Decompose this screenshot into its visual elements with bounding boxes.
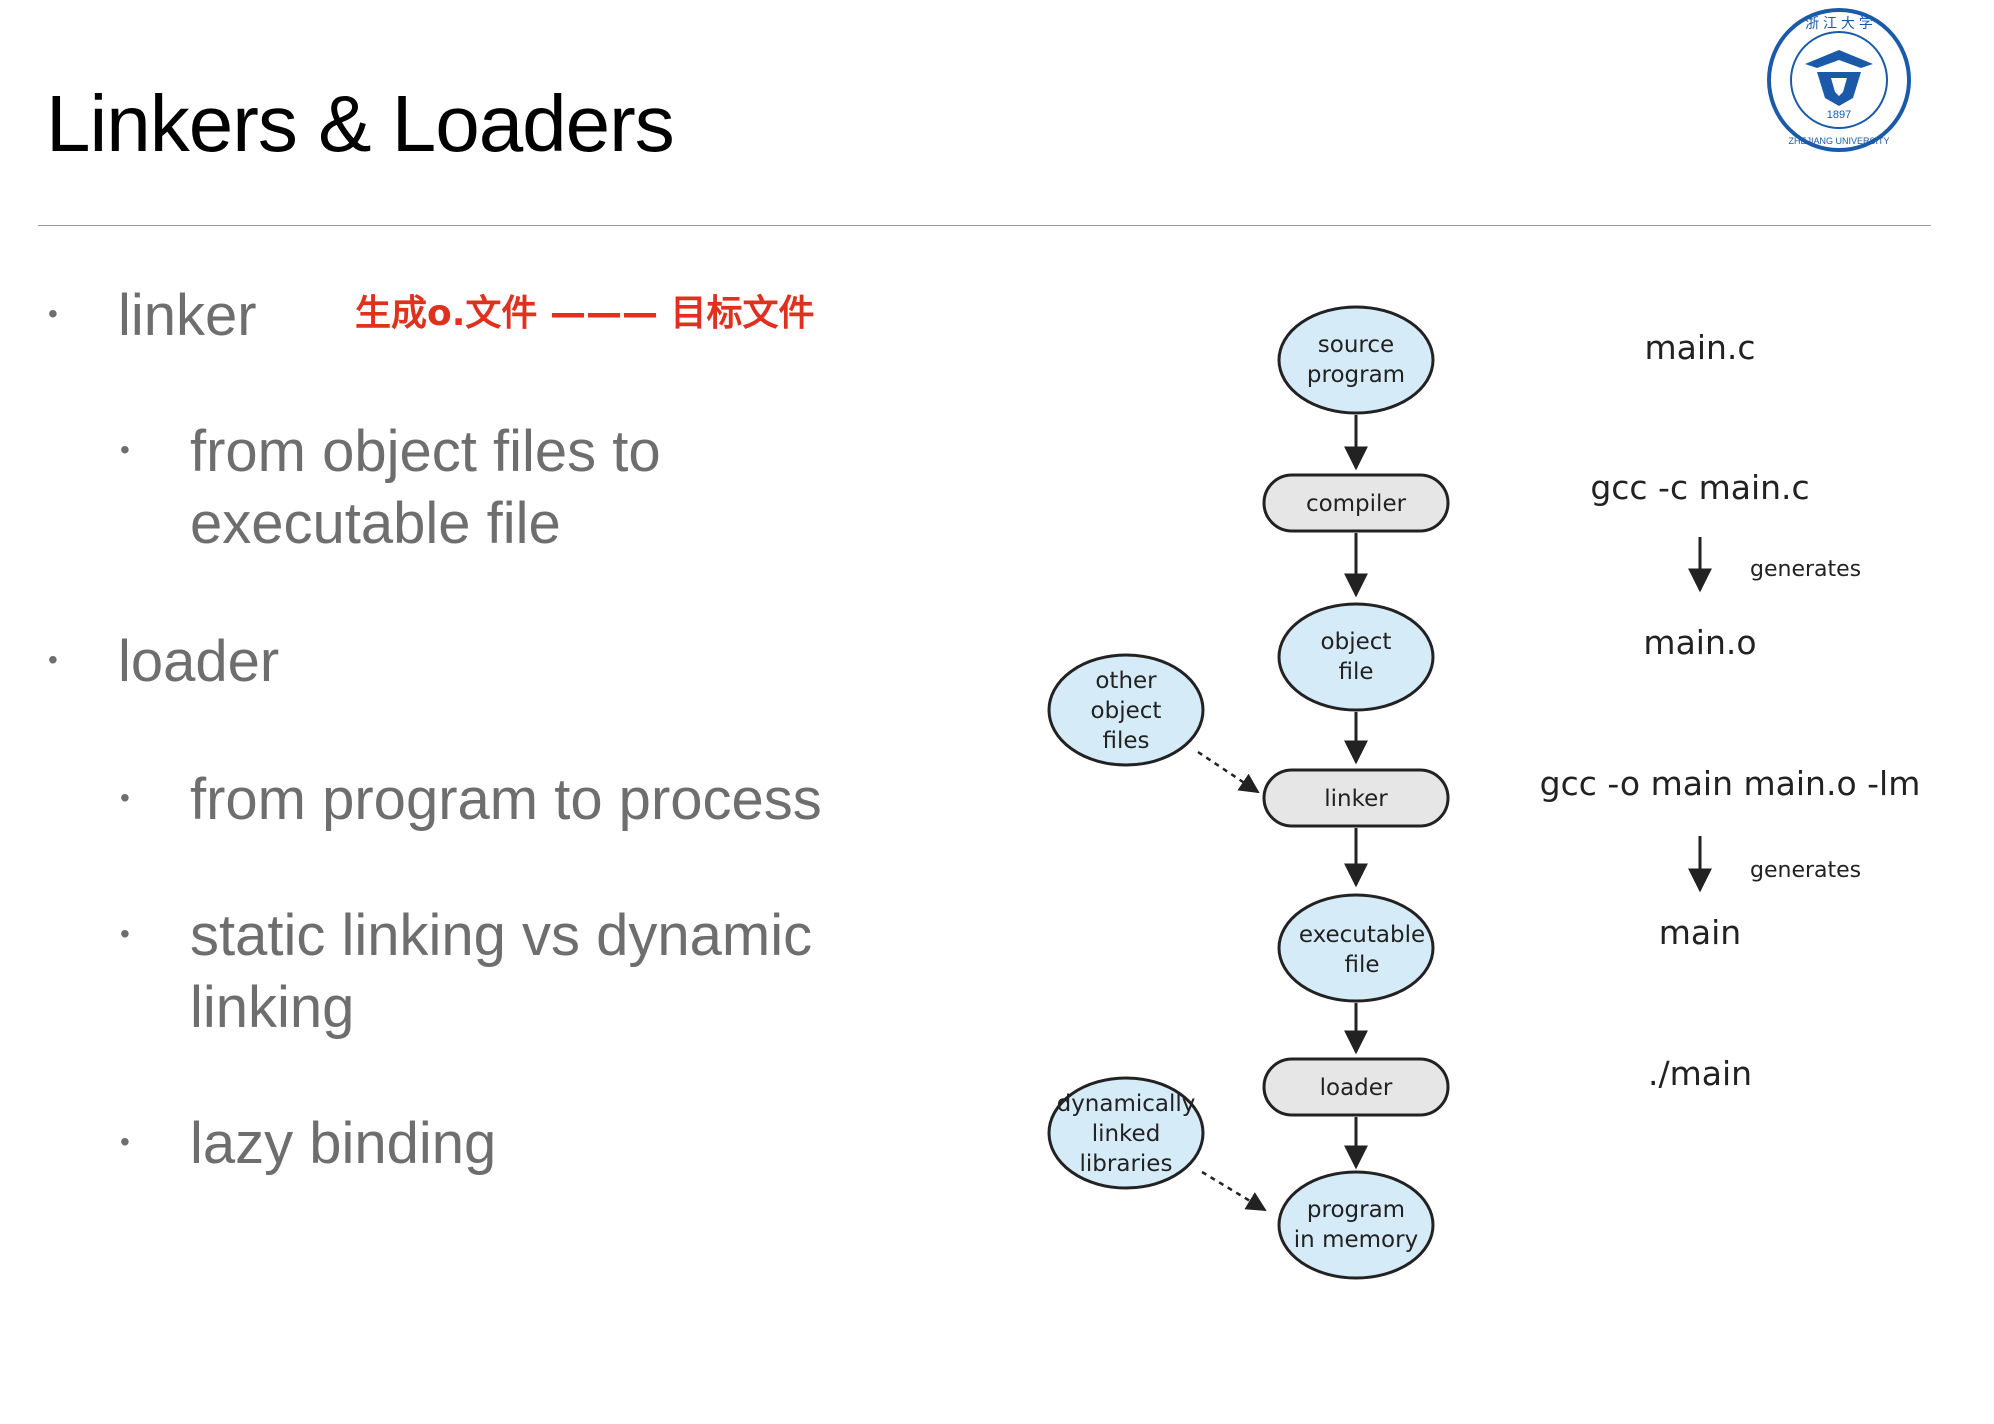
node-label: program [1307,1197,1405,1223]
node-other-object-files: other object files [1047,653,1205,767]
node-label: executable [1299,922,1425,948]
bullet-program-to-process: from program to process [190,767,822,832]
node-label: compiler [1306,491,1407,517]
zhejiang-university-logo: 1897 浙 江 大 学 ZHEJIANG UNIVERSITY [1767,8,1911,152]
node-label: files [1102,728,1149,754]
node-program-in-memory: program in memory [1277,1170,1435,1280]
generates-label: generates [1750,858,1861,883]
bullet-lazy-binding: lazy binding [190,1111,497,1176]
dashed-arrow [1201,1170,1267,1212]
command-executable: main [1659,913,1741,952]
bullet-linker: linker [118,283,257,348]
command-run: ./main [1648,1054,1752,1093]
node-executable-file: executable file [1277,893,1435,1003]
node-label: object [1321,629,1392,655]
node-label: file [1338,659,1373,685]
node-label: object [1091,698,1162,724]
node-label: source [1318,332,1394,358]
node-label: linker [1324,786,1388,812]
node-compiler: compiler [1262,473,1450,533]
bullet-static-vs-dynamic: static linking vs dynamic linking [190,903,813,1040]
node-label: linked [1092,1121,1161,1147]
node-loader: loader [1262,1057,1450,1117]
command-source: main.c [1644,328,1755,367]
node-label: other [1095,668,1157,694]
bullet-dot: • [120,918,130,949]
bullet-dot: • [48,644,58,675]
command-compile: gcc -c main.c [1590,468,1809,507]
bullet-dot: • [48,298,58,329]
bullet-loader: loader [118,629,280,694]
bullet-dot: • [120,434,130,465]
node-label: libraries [1080,1151,1173,1177]
linker-loader-diagram: source program compiler object file othe… [1047,305,1921,1280]
logo-english-name: ZHEJIANG UNIVERSITY [1788,136,1889,146]
node-dynamically-linked-libraries: dynamically linked libraries [1047,1076,1205,1190]
node-object-file: object file [1277,602,1435,712]
slide-title: Linkers & Loaders [46,79,675,168]
generates-label: generates [1750,557,1861,582]
handwritten-annotation: 生成o.文件 ——— 目标文件 [355,293,815,334]
node-label: in memory [1294,1227,1418,1253]
node-label: dynamically [1057,1091,1196,1117]
logo-year: 1897 [1827,109,1851,121]
node-label: program [1307,362,1405,388]
node-source-program: source program [1277,305,1435,415]
dashed-arrow [1197,750,1260,794]
bullet-dot: • [120,1126,130,1157]
command-object: main.o [1643,623,1756,662]
node-label: loader [1320,1075,1393,1101]
node-linker: linker [1262,768,1450,828]
bullet-dot: • [120,782,130,813]
node-label: file [1344,952,1379,978]
logo-chinese-name: 浙 江 大 学 [1805,15,1873,31]
title-divider [38,225,1931,226]
command-link: gcc -o main main.o -lm [1540,764,1921,803]
bullet-linker-detail: from object files to executable file [190,419,661,556]
